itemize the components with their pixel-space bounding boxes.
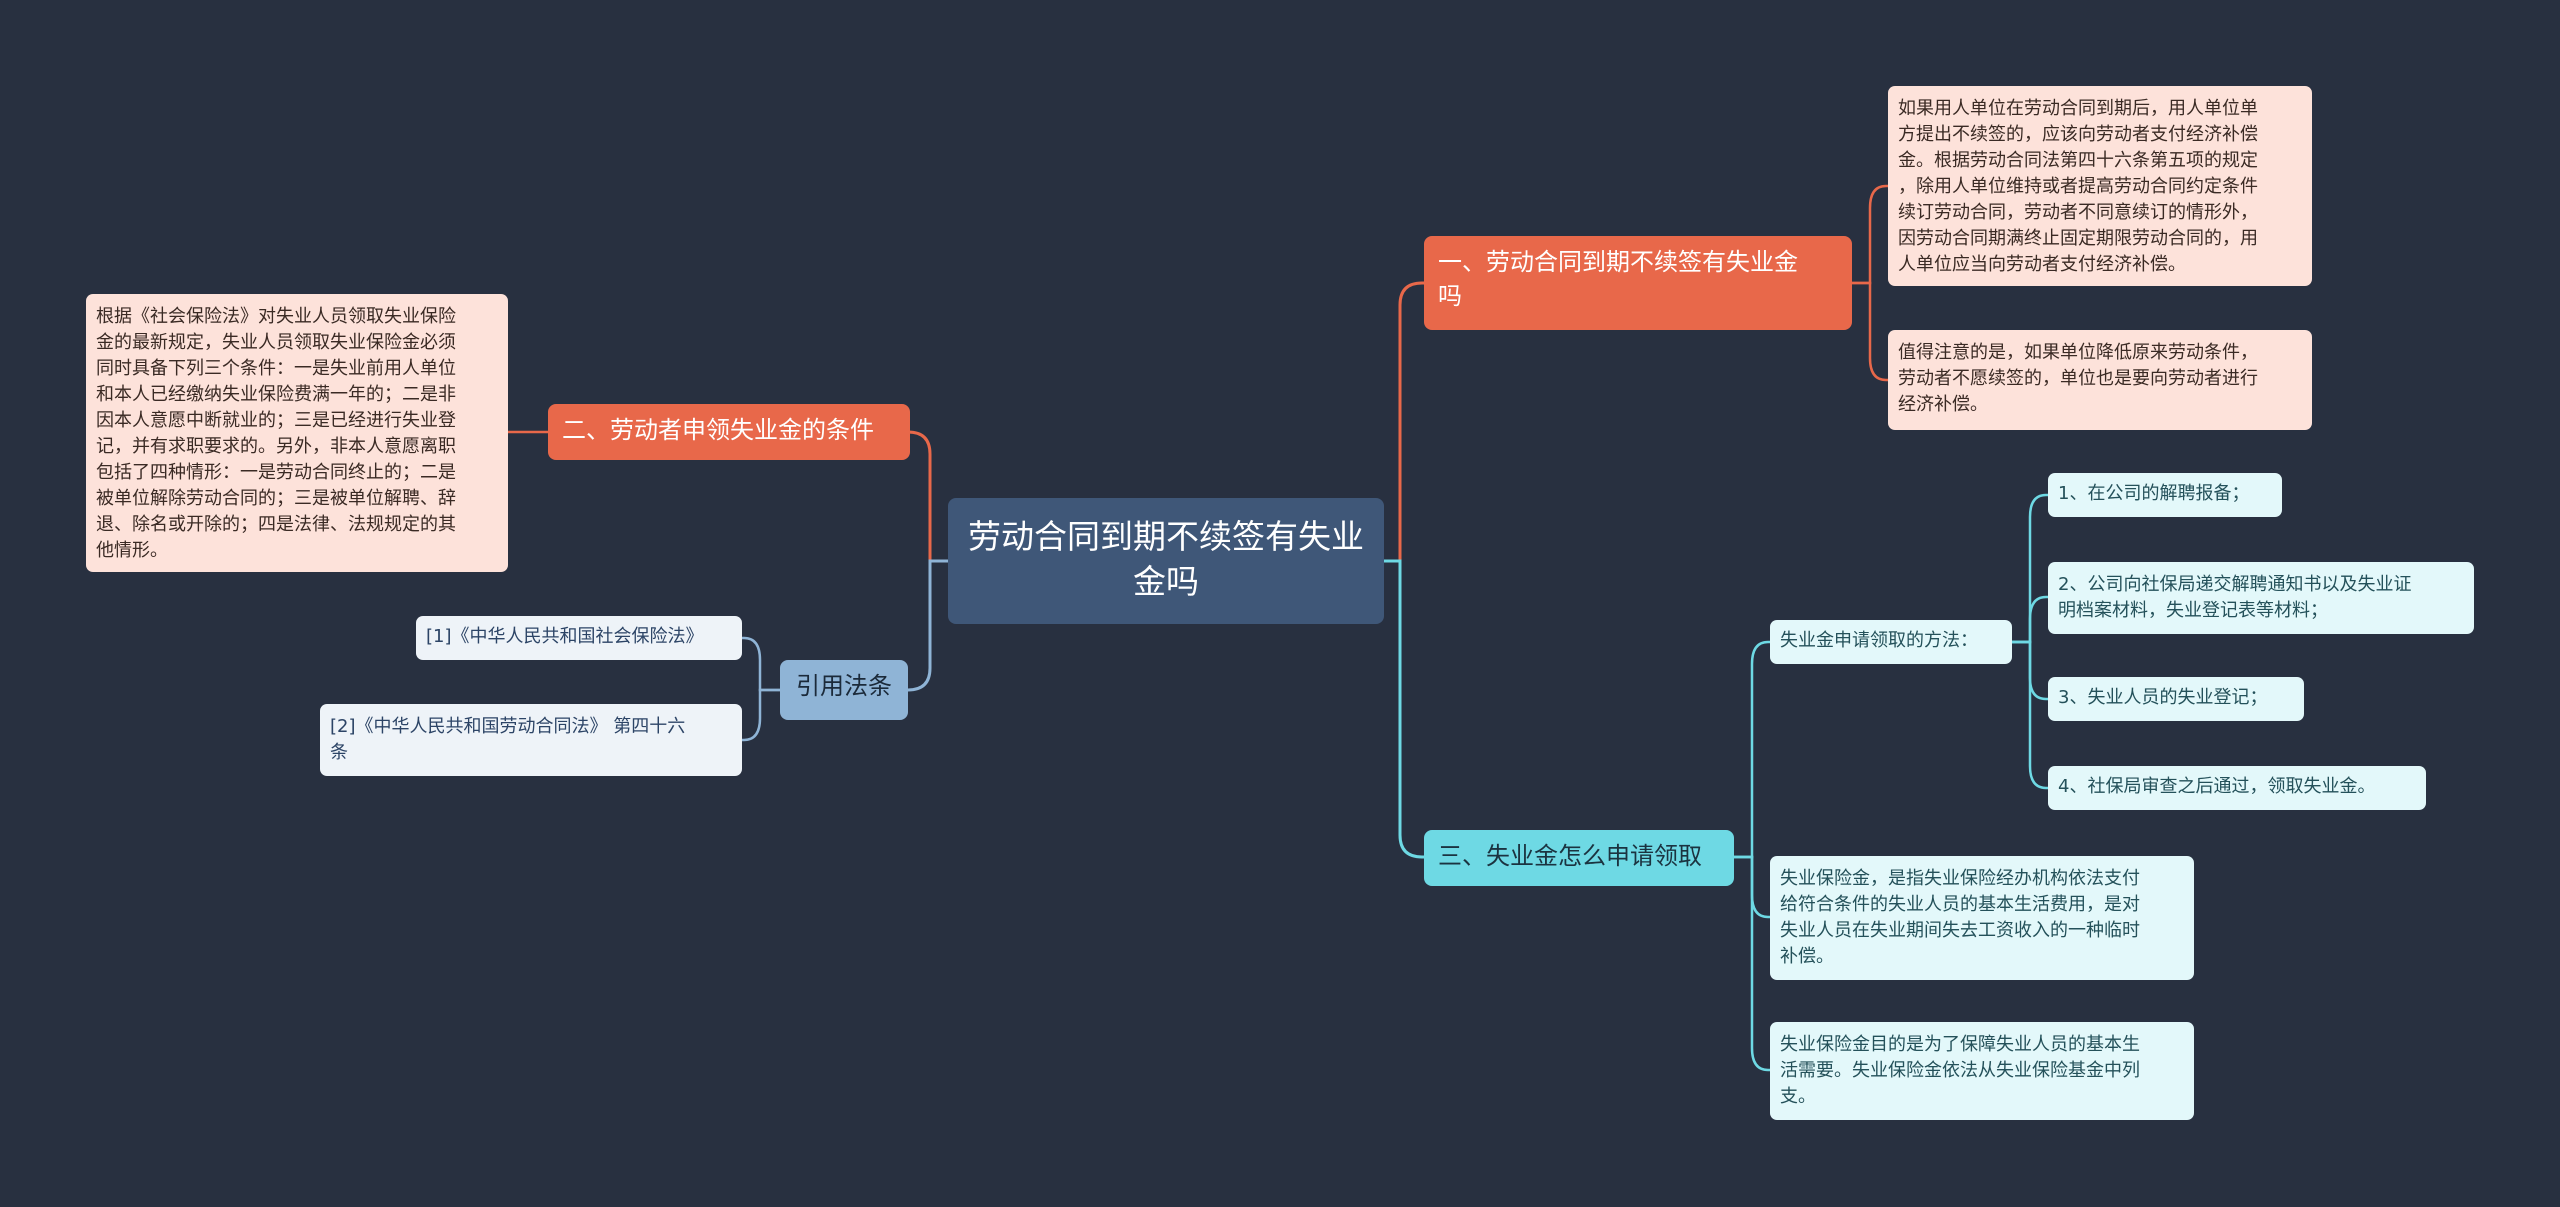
- method-step-2[interactable]: 2、公司向社保局递交解聘通知书以及失业证 明档案材料，失业登记表等材料；: [2048, 562, 2474, 634]
- ref-social-insurance-law[interactable]: [1]《中华人民共和国社会保险法》: [416, 616, 742, 660]
- link-refs-item1: [742, 636, 780, 692]
- leaf-employer-refusal-compensation[interactable]: 如果用人单位在劳动合同到期后，用人单位单 方提出不续签的，应该向劳动者支付经济补…: [1888, 86, 2312, 286]
- link-refs-item2: [742, 688, 780, 742]
- method-step-1[interactable]: 1、在公司的解聘报备；: [2048, 473, 2282, 517]
- leaf-social-insurance-conditions[interactable]: 根据《社会保险法》对失业人员领取失业保险 金的最新规定，失业人员领取失业保险金必…: [86, 294, 508, 572]
- link-b3-leaf2: [1734, 855, 1770, 1072]
- root-topic[interactable]: 劳动合同到期不续签有失业金吗: [948, 498, 1384, 624]
- link-method-step2: [2012, 595, 2048, 644]
- link-root-b1: [1384, 281, 1424, 563]
- leaf-unemployment-benefit-definition[interactable]: 失业保险金，是指失业保险经办机构依法支付 给符合条件的失业人员的基本生活费用，是…: [1770, 856, 2194, 980]
- link-b1-leaf1: [1852, 184, 1888, 285]
- link-root-b3: [1384, 559, 1424, 859]
- link-b3-method: [1734, 640, 1770, 859]
- method-step-3[interactable]: 3、失业人员的失业登记；: [2048, 677, 2304, 721]
- leaf-unemployment-benefit-purpose[interactable]: 失业保险金目的是为了保障失业人员的基本生 活需要。失业保险金依法从失业保险基金中…: [1770, 1022, 2194, 1120]
- link-method-step4: [2012, 640, 2048, 790]
- link-method-step1: [2012, 493, 2048, 644]
- branch-how-to-apply[interactable]: 三、失业金怎么申请领取: [1424, 830, 1734, 886]
- method-heading[interactable]: 失业金申请领取的方法：: [1770, 620, 2012, 664]
- leaf-reduced-conditions-compensation[interactable]: 值得注意的是，如果单位降低原来劳动条件， 劳动者不愿续签的，单位也是要向劳动者进…: [1888, 330, 2312, 430]
- branch-application-conditions[interactable]: 二、劳动者申领失业金的条件: [548, 404, 910, 460]
- method-step-4[interactable]: 4、社保局审查之后通过，领取失业金。: [2048, 766, 2426, 810]
- branch-no-renewal-unemployment[interactable]: 一、劳动合同到期不续签有失业金 吗: [1424, 236, 1852, 330]
- ref-labor-contract-law[interactable]: [2]《中华人民共和国劳动合同法》 第四十六 条: [320, 704, 742, 776]
- link-root-refs: [907, 559, 948, 692]
- link-b1-leaf2: [1852, 281, 1888, 382]
- branch-cited-laws[interactable]: 引用法条: [780, 660, 908, 720]
